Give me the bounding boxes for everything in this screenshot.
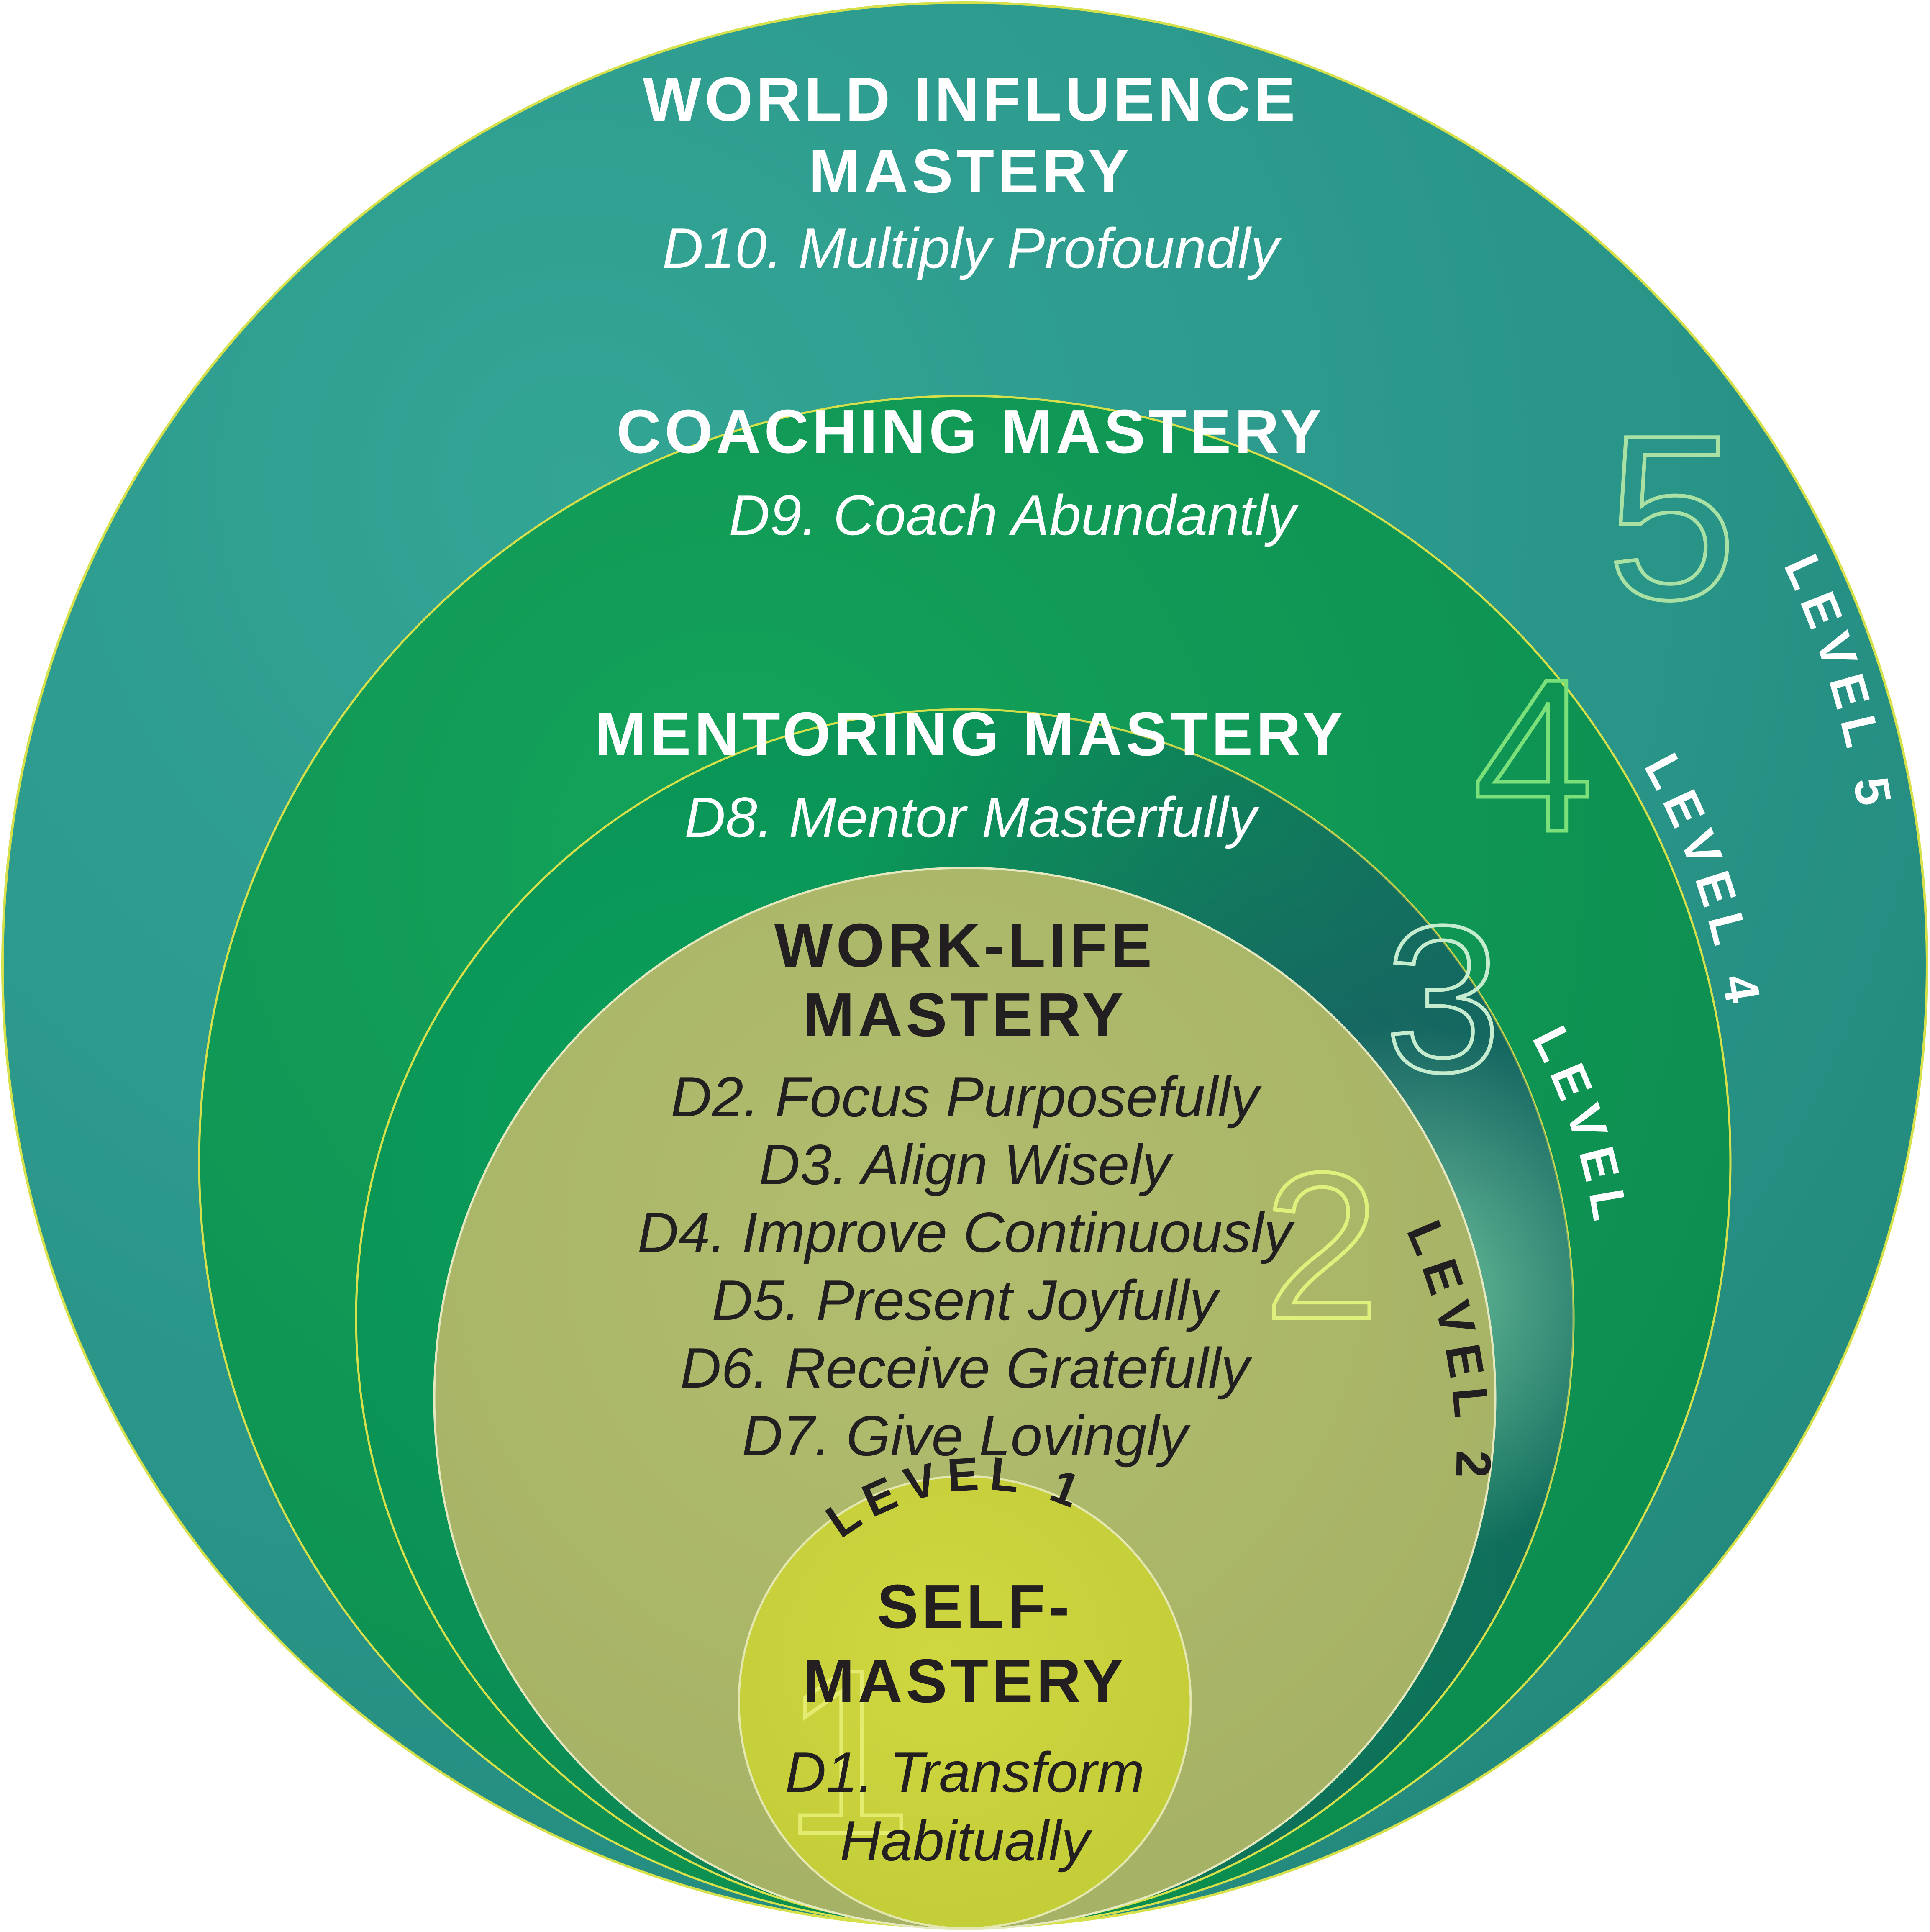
level5-item-d10: D10. Multiply Profoundly: [662, 216, 1282, 280]
level3-item-d8: D8. Mentor Masterfully: [684, 785, 1260, 849]
level3-number: 3: [1385, 882, 1501, 1116]
level2-title-line1: WORK-LIFE: [774, 911, 1156, 980]
level5-title-line2: MASTERY: [809, 137, 1133, 206]
level1-circle: [738, 1475, 1192, 1929]
level2-item-d6: D6. Receive Gratefully: [680, 1336, 1253, 1400]
level1-item-d1-line1: D1. Transform: [785, 1740, 1145, 1804]
level2-item-d2: D2. Focus Purposefully: [671, 1065, 1262, 1129]
level2-item-d5: D5. Present Joyfully: [712, 1268, 1220, 1332]
level5-title-line1: WORLD INFLUENCE: [643, 65, 1299, 134]
level2-item-d7: D7. Give Lovingly: [742, 1404, 1191, 1468]
level2-item-d3: D3. Align Wisely: [759, 1133, 1174, 1196]
level4-title: COACHING MASTERY: [617, 397, 1325, 466]
level2-number: 2: [1264, 1129, 1380, 1362]
level4-item-d9: D9. Coach Abundantly: [729, 483, 1299, 547]
level5-number: 5: [1607, 386, 1737, 648]
level2-title-line2: MASTERY: [803, 980, 1127, 1049]
level3-title: MENTORING MASTERY: [595, 700, 1347, 769]
level1-title-line1: SELF-: [877, 1572, 1073, 1641]
level4-number: 4: [1473, 634, 1594, 877]
level2-item-d4: D4. Improve Continuously: [638, 1201, 1295, 1264]
level1-number: 1: [782, 1621, 912, 1883]
level1-item-d1-line2: Habitually: [840, 1809, 1092, 1873]
level1-title-line2: MASTERY: [803, 1647, 1127, 1716]
